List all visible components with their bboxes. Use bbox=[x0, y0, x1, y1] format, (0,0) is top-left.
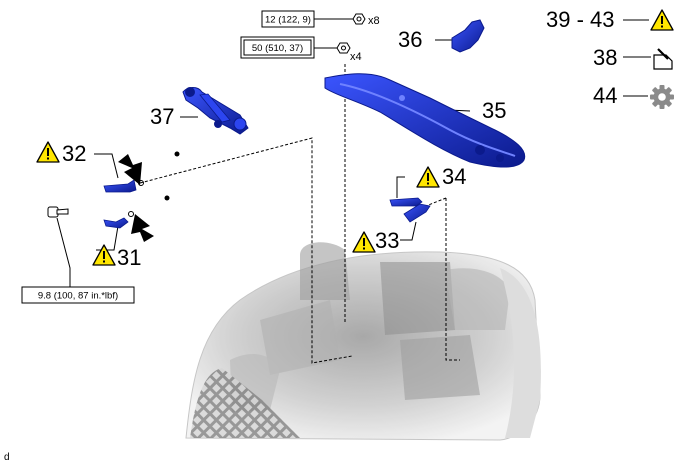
torque-label: 50 (510, 37) bbox=[252, 43, 303, 54]
part-31-hose bbox=[103, 195, 170, 229]
callout-32: 32 bbox=[62, 141, 86, 166]
quantity-label: x8 bbox=[368, 15, 380, 27]
callout-39-43: 39 - 43 bbox=[546, 7, 615, 32]
callout-35: 35 bbox=[482, 98, 506, 123]
callout-44: 44 bbox=[593, 83, 617, 108]
quantity-label: x4 bbox=[350, 51, 362, 63]
caution-triangle-icon bbox=[650, 9, 674, 31]
callout-31: 31 bbox=[117, 245, 141, 270]
part-34-hose bbox=[389, 197, 423, 207]
arrow-31 bbox=[131, 214, 154, 242]
part-35-cowl-panel bbox=[324, 73, 526, 168]
caution-triangle-icon bbox=[352, 231, 376, 253]
callout-38: 38 bbox=[593, 45, 617, 70]
torque-label: 9.8 (100, 87 in.*lbf) bbox=[38, 291, 118, 302]
torque-box-9-8: 9.8 (100, 87 in.*lbf) bbox=[21, 286, 135, 304]
grease-apply-icon bbox=[653, 48, 673, 70]
part-37-wiper-link bbox=[182, 87, 249, 135]
vehicle-engine-compartment bbox=[185, 242, 541, 441]
part-36-cowl-bracket bbox=[451, 19, 485, 53]
nut-icon-50 bbox=[336, 42, 351, 54]
bolt-icon bbox=[47, 206, 69, 218]
caution-triangle-icon bbox=[36, 141, 60, 163]
part-32-hose bbox=[103, 151, 180, 193]
gear-icon bbox=[650, 85, 674, 109]
caution-triangle-icon bbox=[92, 244, 116, 266]
part-33-hose bbox=[403, 203, 431, 223]
caution-triangle-icon bbox=[416, 166, 440, 188]
callout-36: 36 bbox=[398, 27, 422, 52]
torque-box-12: 12 (122, 9) bbox=[261, 10, 315, 28]
legend-leaders bbox=[623, 19, 651, 97]
corner-mark: d bbox=[4, 452, 10, 463]
arrow-32 bbox=[118, 154, 142, 185]
nut-icon-12 bbox=[352, 13, 366, 25]
callout-37: 37 bbox=[150, 104, 174, 129]
callout-33: 33 bbox=[375, 228, 399, 253]
torque-label: 12 (122, 9) bbox=[265, 15, 311, 26]
callout-34: 34 bbox=[442, 164, 466, 189]
direction-arrows bbox=[118, 154, 154, 242]
torque-box-50: 50 (510, 37) bbox=[240, 36, 315, 59]
